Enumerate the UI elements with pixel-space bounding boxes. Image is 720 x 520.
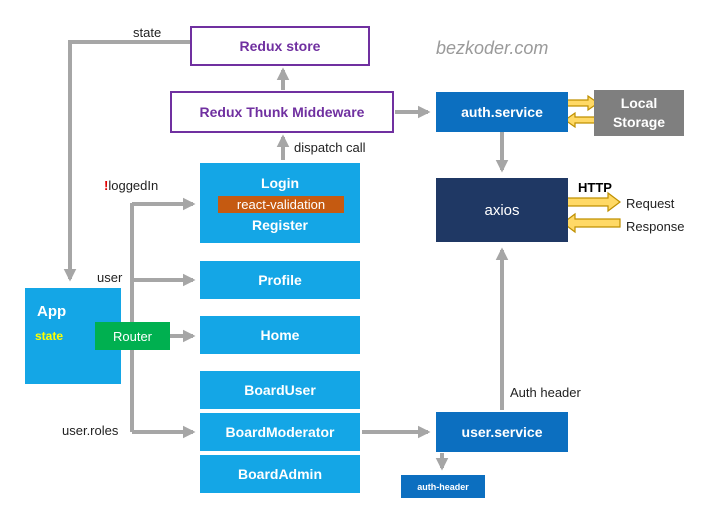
state-connector [63, 40, 190, 282]
response-arrow [562, 212, 621, 234]
redux-store-node: Redux store [190, 26, 370, 66]
request-label: Request [626, 196, 675, 211]
response-label: Response [626, 219, 685, 234]
login-label: Login [260, 175, 300, 191]
profile-node: Profile [200, 261, 360, 299]
home-node: Home [200, 316, 360, 354]
local-storage-line2: Storage [612, 114, 666, 130]
to-storage-arrow [564, 94, 600, 112]
auth-header-node: auth-header [401, 475, 485, 498]
logged-in-text: loggedIn [108, 178, 159, 193]
logged-in-edge-label: !loggedIn [104, 178, 158, 193]
board-admin-node: BoardAdmin [200, 455, 360, 493]
user-roles-edge-label: user.roles [62, 423, 119, 438]
local-storage-line1: Local [620, 95, 658, 111]
request-arrow [562, 191, 621, 213]
redux-thunk-node: Redux Thunk Middeware [170, 91, 394, 133]
register-label: Register [251, 217, 309, 233]
state-edge-label: state [133, 25, 162, 40]
axios-node: axios [436, 178, 568, 242]
dispatch-edge-label: dispatch call [294, 140, 366, 155]
app-state-label: state [35, 329, 64, 343]
user-service-node: user.service [436, 412, 568, 452]
board-user-node: BoardUser [200, 371, 360, 409]
auth-header-edge-label: Auth header [510, 385, 581, 400]
logged-in-bang: ! [104, 178, 109, 193]
watermark: bezkoder.com [436, 38, 549, 58]
http-label: HTTP [578, 180, 612, 195]
app-label: App [37, 303, 67, 320]
local-storage-node: Local Storage [594, 90, 684, 136]
auth-service-node: auth.service [436, 92, 568, 132]
router-node: Router [95, 322, 170, 350]
user-edge-label: user [97, 270, 123, 285]
board-moderator-node: BoardModerator [200, 413, 360, 451]
react-validation-badge: react-validation [218, 196, 344, 213]
